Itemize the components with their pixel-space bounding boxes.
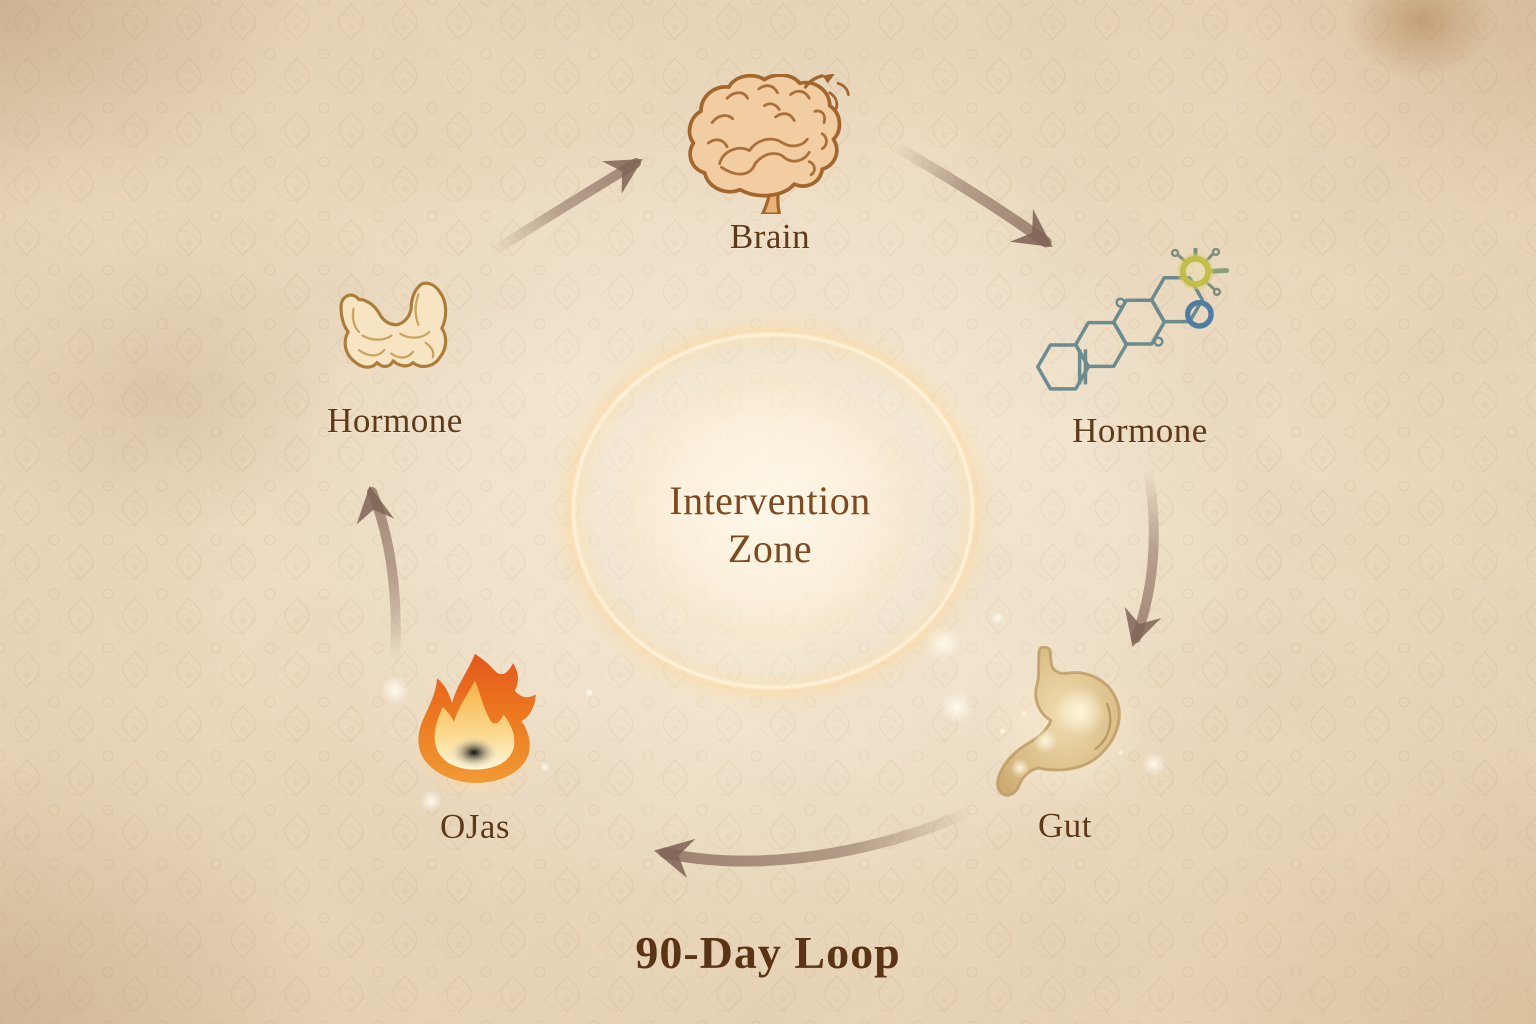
node-label-hormone-molecule: Hormone bbox=[1072, 411, 1208, 450]
intervention-zone-line2: Zone bbox=[727, 526, 813, 571]
node-label-brain: Brain bbox=[729, 217, 811, 256]
stomach-icon bbox=[985, 646, 1145, 799]
node-label-hormone-gland: Hormone bbox=[327, 401, 463, 440]
arrow-ojas-to-hormone-gland bbox=[356, 486, 401, 665]
brain-icon bbox=[687, 74, 850, 214]
arrow-brain-to-hormone-molecule bbox=[889, 140, 1053, 248]
hormone-molecule-icon bbox=[1035, 248, 1230, 391]
node-hormone-gland: Hormone bbox=[250, 278, 540, 442]
node-label-gut: Gut bbox=[1038, 806, 1092, 845]
thyroid-gland-icon bbox=[339, 281, 448, 369]
node-brain: Brain bbox=[620, 74, 920, 258]
intervention-zone-label: Intervention Zone bbox=[570, 477, 970, 573]
node-gut: Gut bbox=[920, 646, 1210, 847]
node-ojas: OJas bbox=[330, 648, 620, 848]
node-label-ojas: OJas bbox=[439, 807, 511, 846]
intervention-zone-line1: Intervention bbox=[669, 478, 871, 523]
fire-icon bbox=[410, 653, 540, 799]
node-hormone-molecule: Hormone bbox=[990, 248, 1290, 452]
arrow-hormone-molecule-to-gut bbox=[1124, 465, 1162, 647]
loop-title: 90-Day Loop bbox=[635, 927, 901, 978]
